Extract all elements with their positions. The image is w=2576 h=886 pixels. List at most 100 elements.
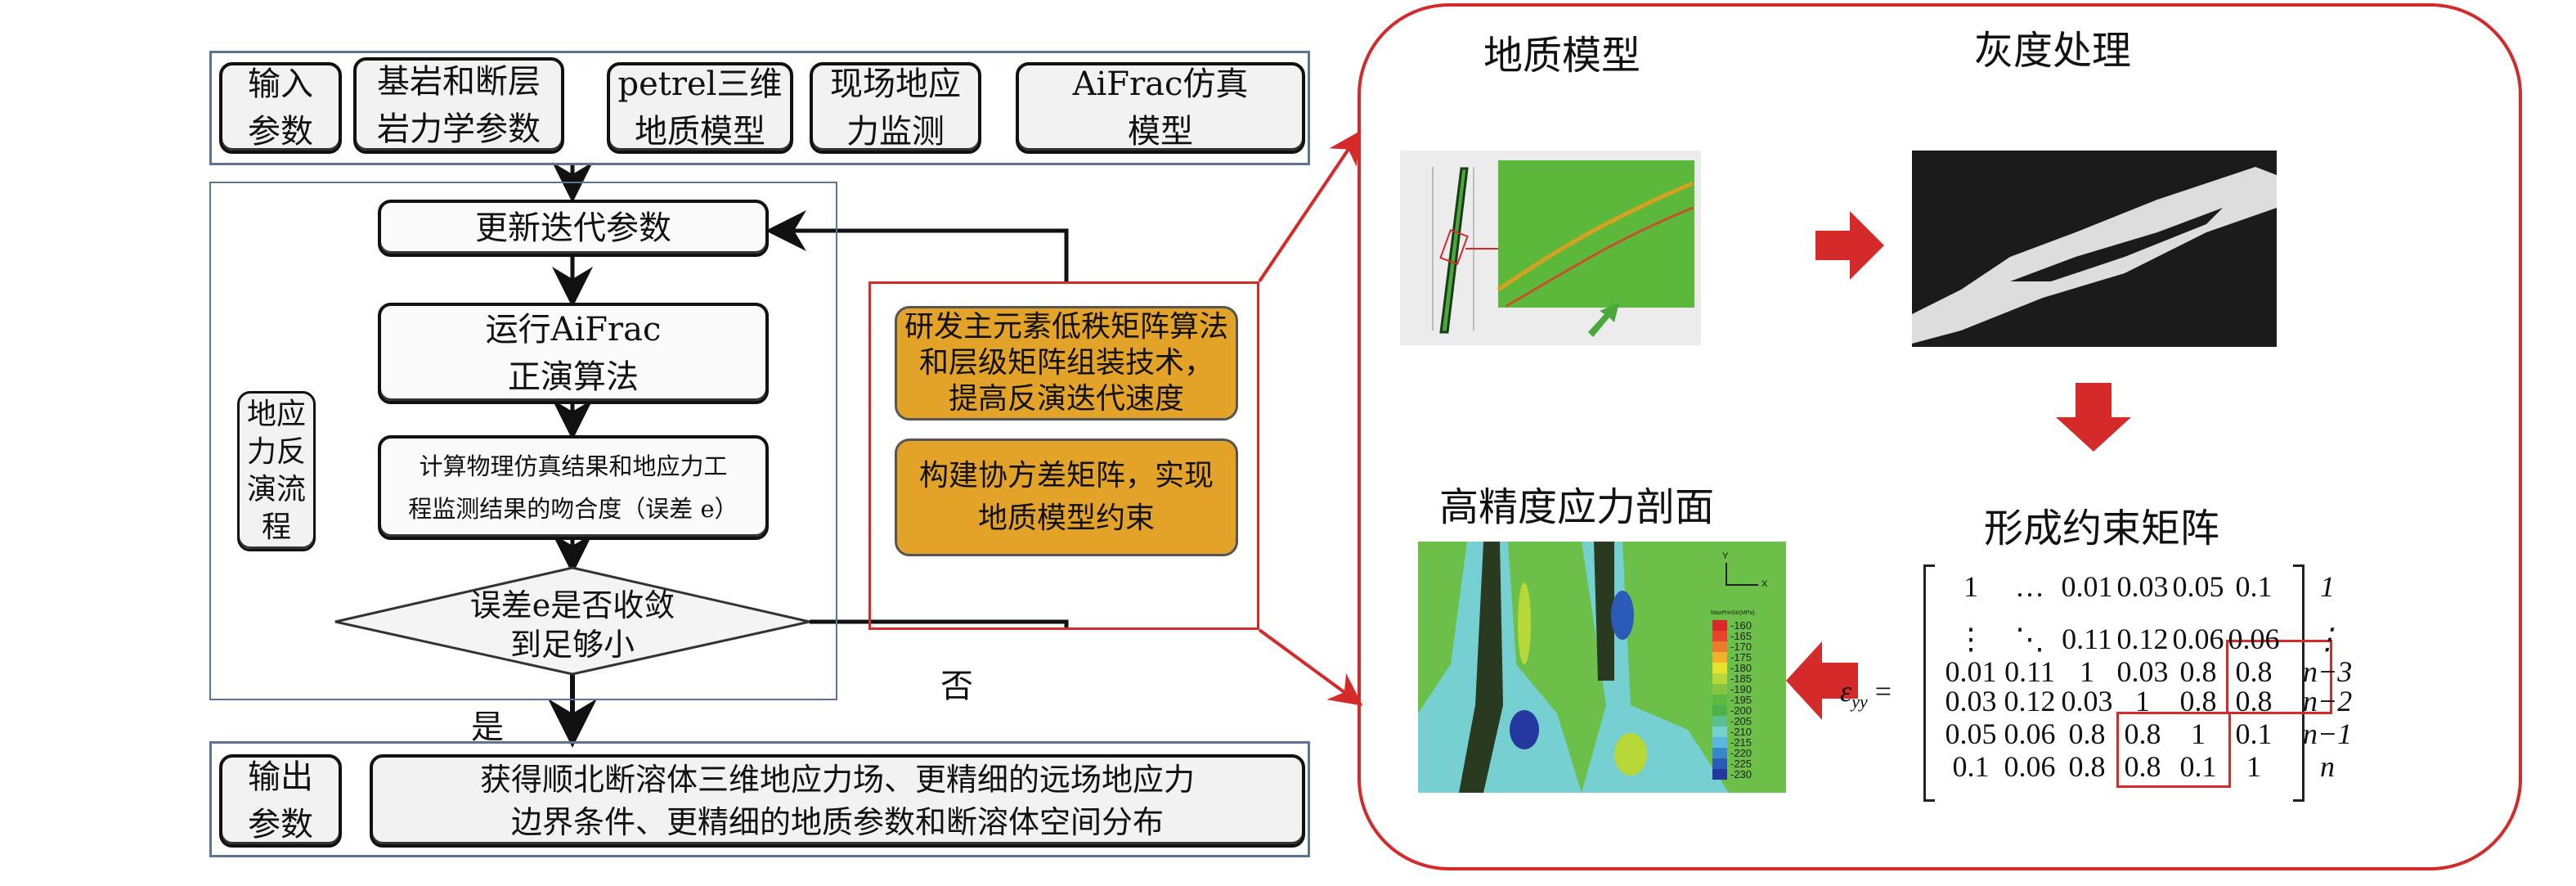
matrix-cell: 0.03 bbox=[2116, 570, 2169, 603]
step-compute-fit: 计算物理仿真结果和地应力工 程监测结果的吻合度（误差 e） bbox=[378, 435, 769, 540]
legend-value: -225 bbox=[1730, 758, 1752, 770]
input-item-petrel-model: petrel三维 地质模型 bbox=[607, 62, 793, 154]
matrix-cell: 0.8 bbox=[2068, 717, 2106, 750]
matrix-cell: 0.1 bbox=[2235, 717, 2273, 750]
matrix-cell: 0.12 bbox=[2004, 685, 2056, 717]
stress-profile-image: Y X MaxPrinStr(MPa) -160-165-170-175-180… bbox=[1418, 542, 1786, 793]
step-run-aifrac: 运行AiFrac 正演算法 bbox=[378, 303, 769, 404]
matrix-row-label: n bbox=[2320, 750, 2335, 783]
bracket-right bbox=[2293, 564, 2304, 802]
matrix-cell: 0.03 bbox=[2116, 655, 2169, 688]
legend-swatch bbox=[1712, 705, 1727, 716]
legend-value: -165 bbox=[1730, 630, 1752, 642]
matrix-cell: 0.11 bbox=[2004, 655, 2055, 688]
matrix-cell: 0.11 bbox=[2062, 623, 2112, 655]
decision-text: 误差e是否收敛 到足够小 bbox=[469, 587, 675, 663]
input-item-text: 基岩和断层 岩力学参数 bbox=[377, 63, 541, 148]
matrix-cell: 0.05 bbox=[1945, 717, 1997, 750]
legend-swatch bbox=[1712, 684, 1727, 695]
matrix-cell: 0.8 bbox=[2124, 717, 2161, 750]
legend-swatch bbox=[1712, 663, 1727, 673]
step-text: 运行AiFrac 正演算法 bbox=[485, 311, 662, 396]
legend-swatch bbox=[1712, 737, 1727, 748]
legend-value: -205 bbox=[1730, 715, 1752, 727]
matrix-cell: 0.06 bbox=[2004, 750, 2056, 783]
grayscale-graphic bbox=[1912, 167, 2277, 344]
input-item-text: petrel三维 地质模型 bbox=[617, 65, 783, 151]
stress-contour-graphic bbox=[1418, 542, 1729, 793]
arrow-right-icon bbox=[1815, 211, 1884, 280]
grayscale-image bbox=[1912, 151, 2277, 347]
legend-value: -200 bbox=[1730, 704, 1752, 717]
axis-y-label: Y bbox=[1722, 551, 1729, 561]
axis-lines bbox=[1726, 563, 1758, 586]
bracket-left bbox=[1923, 564, 1935, 802]
legend-swatch bbox=[1712, 673, 1727, 684]
legend-value: -230 bbox=[1730, 768, 1752, 780]
arrow-down-icon bbox=[2056, 383, 2131, 452]
legend-value: -170 bbox=[1730, 641, 1752, 653]
matrix-cell: 0.1 bbox=[1952, 750, 1990, 783]
legend-value: -175 bbox=[1730, 651, 1752, 663]
matrix-row-label: n−1 bbox=[2303, 717, 2353, 750]
legend-value: -210 bbox=[1730, 726, 1752, 738]
output-result: 获得顺北断溶体三维地应力场、更精细的远场地应力 边界条件、更精细的地质参数和断溶… bbox=[370, 754, 1305, 848]
gray-processing-title: 灰度处理 bbox=[1973, 28, 2131, 74]
matrix-cell: 0.06 bbox=[2172, 623, 2224, 655]
legend-value: -220 bbox=[1730, 747, 1752, 759]
matrix-cell: 0.03 bbox=[1945, 685, 1997, 717]
north-arrow-icon bbox=[1588, 303, 1619, 337]
matrix-cell: 1 bbox=[2191, 717, 2206, 750]
legend-swatch bbox=[1712, 652, 1727, 663]
stress-profile-title: 高精度应力剖面 bbox=[1439, 484, 1715, 530]
input-label-text: 输入 参数 bbox=[248, 65, 313, 151]
inversion-flow-frame bbox=[209, 182, 837, 700]
matrix-cell: 0.01 bbox=[2061, 570, 2113, 603]
legend-swatch bbox=[1712, 758, 1727, 769]
matrix-row-label: 1 bbox=[2320, 570, 2335, 603]
arrow-left-icon bbox=[1786, 641, 1858, 720]
methods-frame bbox=[868, 281, 1259, 630]
output-label-text: 输出 参数 bbox=[248, 758, 313, 843]
matrix-cell: 0.03 bbox=[2061, 685, 2113, 717]
input-item-text: AiFrac仿真 模型 bbox=[1072, 65, 1249, 151]
matrix-cell: 0.12 bbox=[2116, 623, 2169, 655]
axis-triad: Y X bbox=[1719, 551, 1768, 592]
legend-value: -215 bbox=[1730, 736, 1752, 749]
method-text: 构建协方差矩阵，实现 地质模型约束 bbox=[918, 459, 1214, 535]
no-label: 否 bbox=[940, 668, 973, 705]
geo-model-image bbox=[1400, 151, 1701, 345]
legend-title: MaxPrinStr(MPa) bbox=[1711, 610, 1755, 616]
stress-legend: MaxPrinStr(MPa) -160-165-170-175-180-185… bbox=[1711, 610, 1784, 782]
matrix-cell: 0.8 bbox=[2179, 655, 2217, 688]
right-panel-frame bbox=[1358, 3, 2522, 870]
input-item-rock-mechanics: 基岩和断层 岩力学参数 bbox=[353, 57, 564, 154]
step-update-params: 更新迭代参数 bbox=[378, 200, 769, 257]
matrix-cell: 0.8 bbox=[2235, 685, 2273, 717]
legend-swatch bbox=[1712, 716, 1727, 726]
legend-swatch bbox=[1712, 769, 1727, 780]
matrix-row-label: n−3 bbox=[2303, 655, 2353, 688]
output-text: 获得顺北断溶体三维地应力场、更精细的远场地应力 边界条件、更精细的地质参数和断溶… bbox=[479, 762, 1195, 840]
legend-value: -160 bbox=[1730, 619, 1752, 632]
step-text: 更新迭代参数 bbox=[475, 209, 671, 247]
no-loop-line bbox=[810, 619, 1069, 630]
method-text: 研发主元素低秩矩阵算法 和层级矩阵组装技术， 提高反演迭代速度 bbox=[904, 310, 1228, 416]
legend-swatch bbox=[1712, 641, 1727, 652]
matrix-cell: ⋮ bbox=[1956, 623, 1986, 655]
input-item-field-monitoring: 现场地应 力监测 bbox=[810, 62, 981, 154]
method-covariance-matrix: 构建协方差矩阵，实现 地质模型约束 bbox=[895, 439, 1238, 556]
output-frame bbox=[209, 741, 1310, 857]
output-params-label: 输出 参数 bbox=[219, 754, 342, 848]
yes-label: 是 bbox=[471, 708, 504, 746]
legend-swatch bbox=[1712, 695, 1727, 705]
matrix-row-label: n−2 bbox=[2303, 685, 2353, 717]
input-item-text: 现场地应 力监测 bbox=[830, 65, 961, 151]
method-low-rank-matrix: 研发主元素低秩矩阵算法 和层级矩阵组装技术， 提高反演迭代速度 bbox=[895, 306, 1238, 421]
matrix-cell: 0.8 bbox=[2124, 750, 2161, 783]
matrix-cell: 1 bbox=[1963, 570, 1978, 603]
matrix-cell: 0.05 bbox=[2172, 570, 2224, 603]
input-item-aifrac-model: AiFrac仿真 模型 bbox=[1016, 62, 1305, 154]
red-link-top bbox=[1258, 130, 1362, 283]
